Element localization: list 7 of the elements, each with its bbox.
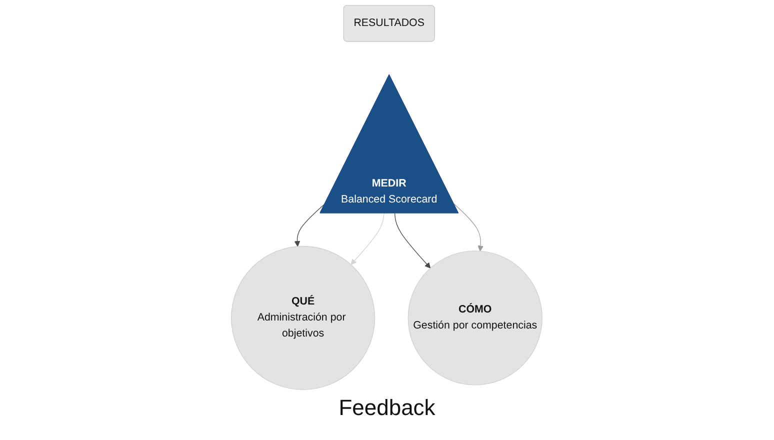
feedback-label: Feedback [338, 395, 436, 420]
node-circle: CÓMO Gestión por competencias [408, 250, 543, 386]
arrow [294, 203, 326, 247]
arrow [394, 212, 431, 268]
node-circle: QUÉ Administración por objetivos [231, 246, 376, 390]
arrow [454, 203, 484, 252]
arrow [350, 212, 385, 265]
